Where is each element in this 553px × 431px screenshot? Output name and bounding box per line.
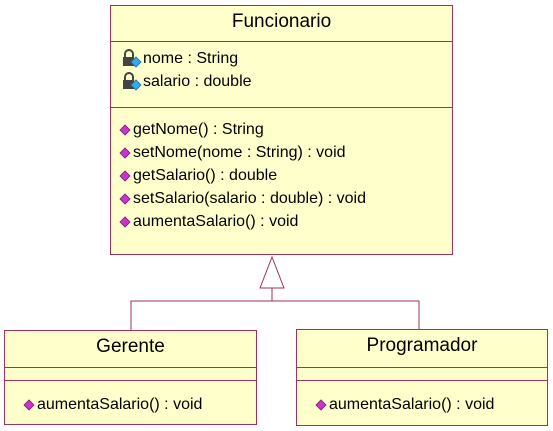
method-label: getNome() : String <box>133 121 264 138</box>
method-label: aumentaSalario() : void <box>329 396 495 413</box>
attribute-label: salario : double <box>143 73 252 90</box>
method-aumentasalario[interactable]: aumentaSalario() : void <box>118 210 452 233</box>
public-method-icon <box>119 192 131 205</box>
public-method-icon <box>119 169 131 182</box>
public-method-icon <box>23 398 35 411</box>
attributes-compartment-gerente <box>5 367 256 380</box>
gerente-inheritance-line <box>130 300 420 330</box>
attributes-compartment-programador <box>297 367 547 380</box>
class-name-programador: Programador <box>366 335 478 356</box>
methods-compartment-funcionario: getNome() : String setNome(nome : String… <box>111 107 452 233</box>
method-getnome[interactable]: getNome() : String <box>118 118 452 141</box>
attribute-label: nome : String <box>143 50 239 67</box>
attribute-nome[interactable]: nome : String <box>118 47 452 70</box>
method-label: setSalario(salario : double) : void <box>133 190 367 207</box>
private-attribute-icon <box>123 71 142 91</box>
methods-compartment-gerente: aumentaSalario() : void <box>5 380 256 416</box>
method-aumentasalario[interactable]: aumentaSalario() : void <box>314 393 547 416</box>
method-label: aumentaSalario() : void <box>37 396 203 413</box>
method-setnome[interactable]: setNome(nome : String) : void <box>118 141 452 164</box>
public-method-icon <box>315 398 327 411</box>
class-name-funcionario: Funcionario <box>231 11 332 32</box>
class-gerente[interactable]: Gerente aumentaSalario() : void <box>4 330 257 425</box>
attributes-compartment-funcionario: nome : String salario : double <box>111 41 452 107</box>
private-attribute-icon <box>123 48 142 68</box>
methods-compartment-programador: aumentaSalario() : void <box>297 380 547 416</box>
class-name-gerente: Gerente <box>96 336 165 357</box>
method-label: getSalario() : double <box>133 167 278 184</box>
public-method-icon <box>119 123 131 136</box>
public-method-icon <box>119 146 131 159</box>
class-funcionario[interactable]: Funcionario nome : String salario : doub… <box>110 5 453 255</box>
inheritance-arrowhead <box>259 255 285 289</box>
method-label: setNome(nome : String) : void <box>133 144 346 161</box>
method-setsalario[interactable]: setSalario(salario : double) : void <box>118 187 452 210</box>
method-aumentasalario[interactable]: aumentaSalario() : void <box>22 393 256 416</box>
attribute-salario[interactable]: salario : double <box>118 70 452 93</box>
method-label: aumentaSalario() : void <box>133 213 299 230</box>
class-programador[interactable]: Programador aumentaSalario() : void <box>296 329 548 426</box>
method-getsalario[interactable]: getSalario() : double <box>118 164 452 187</box>
public-method-icon <box>119 215 131 228</box>
